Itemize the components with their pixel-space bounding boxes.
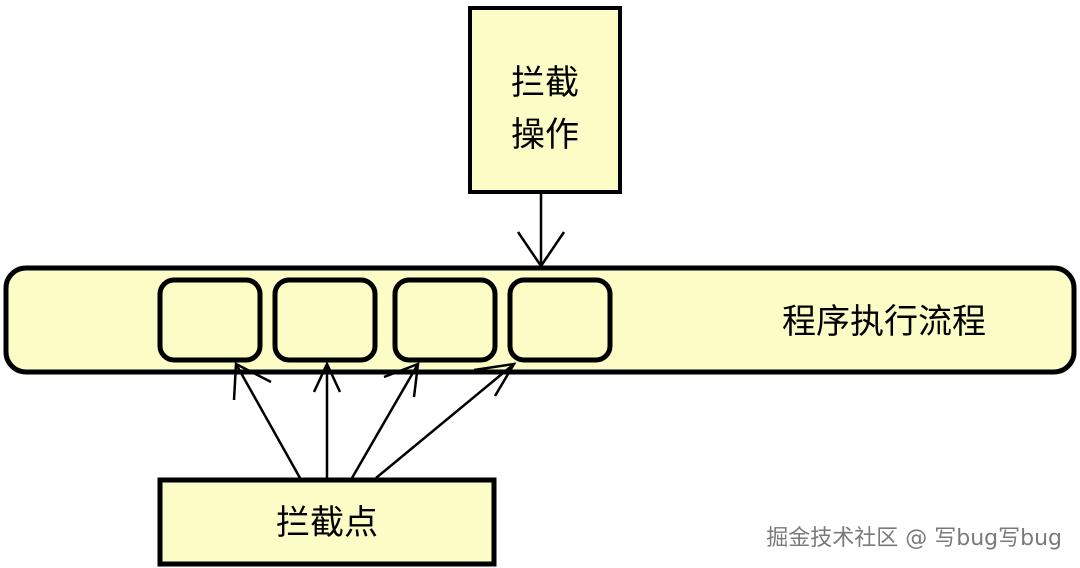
intercept-point-arrows [232, 361, 517, 479]
intercept-slot-3 [392, 277, 498, 363]
intercept-operation-label-line1: 拦截 [511, 63, 579, 103]
intercept-slot-4 [507, 277, 613, 363]
intercept-slot-1 [157, 277, 263, 363]
arrow-to-slot-4 [375, 362, 517, 479]
arrow-to-slot-2 [312, 361, 342, 478]
intercept-operation-label-line2: 操作 [511, 115, 579, 155]
program-flow-label: 程序执行流程 [782, 302, 986, 342]
operation-to-flow-arrow [516, 194, 566, 269]
intercept-slot-2 [272, 277, 378, 363]
intercept-operation-box [468, 6, 622, 194]
watermark: 掘金技术社区 @ 写bug写bug [766, 526, 1062, 551]
intercept-points-box [157, 477, 497, 567]
arrow-to-slot-1 [232, 362, 302, 479]
intercept-points-label: 拦截点 [276, 503, 378, 543]
arrow-to-slot-3 [350, 362, 420, 479]
